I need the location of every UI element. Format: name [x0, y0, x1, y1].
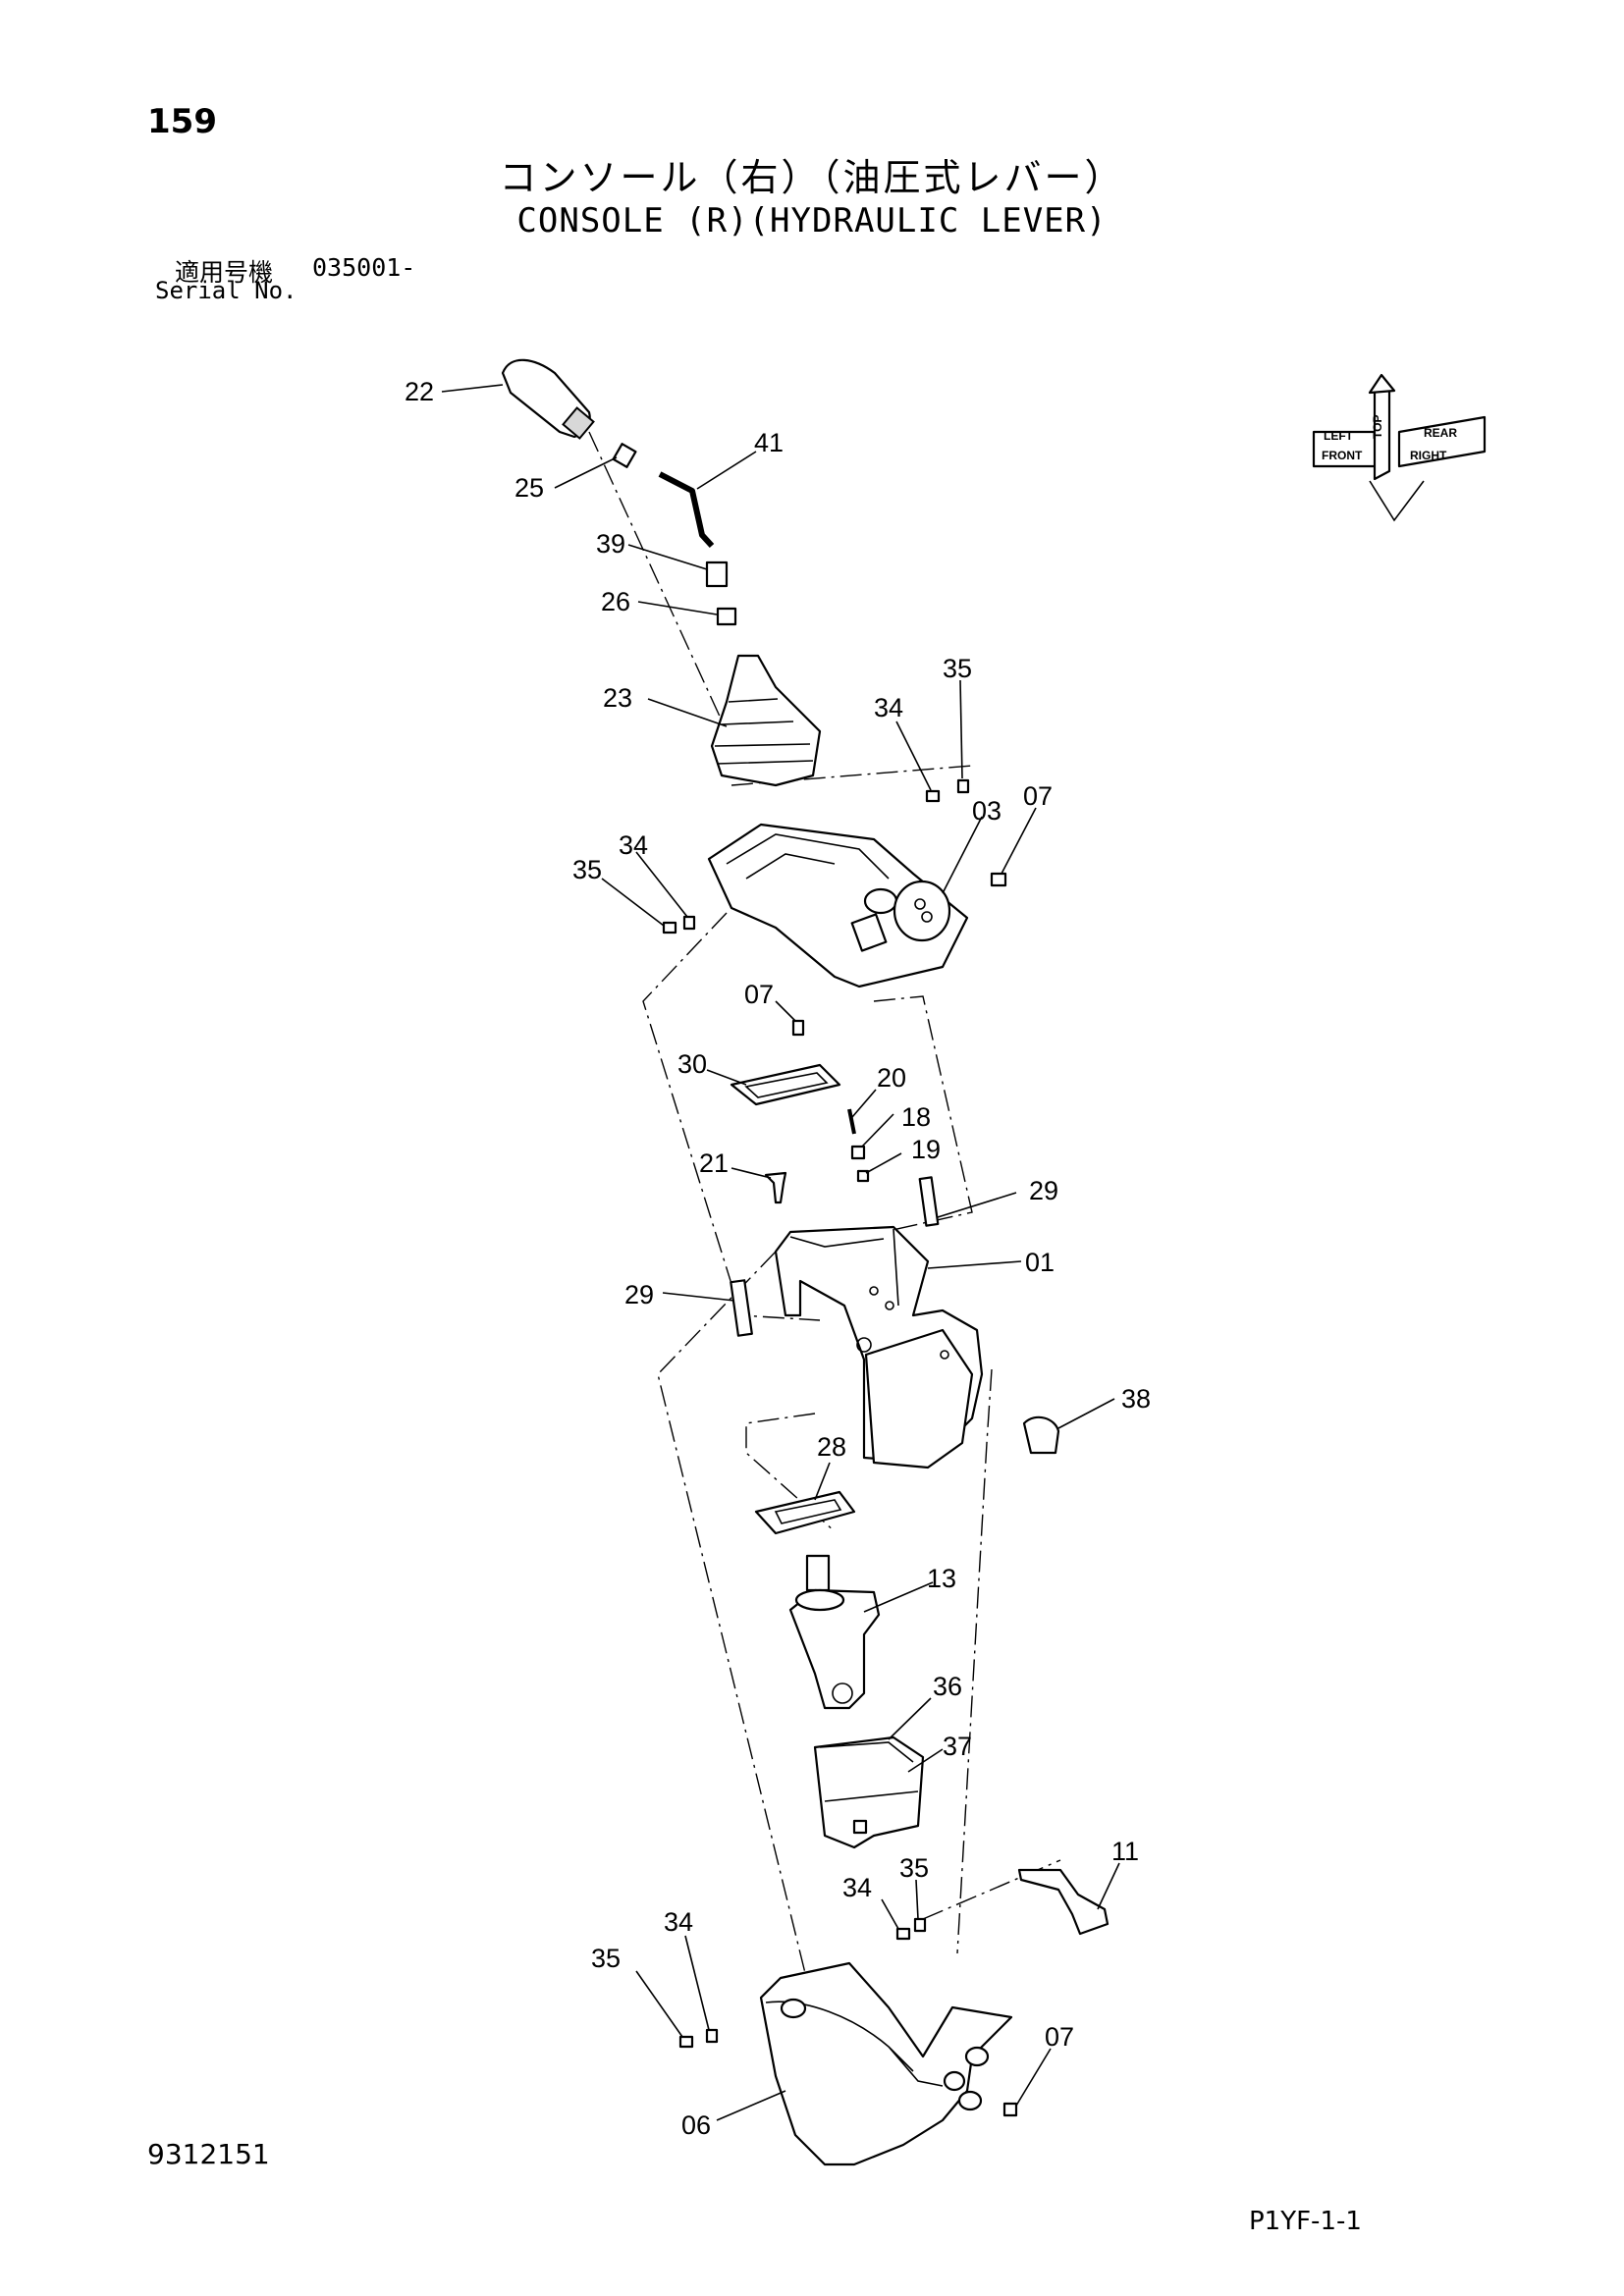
label-36: 36 — [933, 1672, 962, 1701]
part-35-washer-left — [662, 921, 677, 934]
label-23: 23 — [603, 683, 632, 713]
label-13: 13 — [927, 1564, 956, 1593]
part-20-pin — [847, 1108, 856, 1135]
label-07-bottom: 07 — [1045, 2022, 1074, 2052]
part-29-plate-right — [918, 1176, 940, 1227]
guide-line-right-lower — [956, 1368, 993, 1954]
label-39: 39 — [596, 529, 625, 559]
label-22: 22 — [405, 377, 434, 406]
orient-top-label: TOP — [1371, 415, 1384, 439]
label-11: 11 — [1111, 1837, 1139, 1866]
serial-number-value: 035001- — [312, 253, 416, 282]
part-23-rubber-boot — [710, 654, 822, 787]
leader-lines — [441, 384, 1120, 2121]
document-number: 9312151 — [147, 2138, 270, 2170]
part-29-plate-left — [730, 1279, 753, 1337]
page-code: P1YF-1-1 — [1249, 2207, 1362, 2236]
part-38-clip — [1022, 1415, 1060, 1455]
guide-line-lever-axis — [588, 431, 728, 732]
page-number: 159 — [147, 102, 217, 141]
orient-arrow-head — [1368, 373, 1396, 395]
part-19-washer — [856, 1169, 870, 1183]
label-35-top: 35 — [943, 654, 972, 683]
part-07-screw-bottom — [1002, 2102, 1018, 2117]
orient-rear-label: REAR — [1424, 426, 1457, 440]
label-20: 20 — [877, 1063, 906, 1093]
part-41-lever-rod — [658, 471, 715, 549]
page-title-japanese: コンソール（右）（油圧式レバー） — [499, 156, 1125, 199]
guide-line-right-upper — [873, 995, 973, 1233]
part-18-clip — [850, 1145, 866, 1160]
part-21-bolt — [764, 1171, 787, 1204]
part-07-screw-top — [990, 872, 1007, 887]
label-34-top: 34 — [874, 693, 903, 722]
part-34-bolt-top — [925, 789, 941, 803]
label-37: 37 — [943, 1732, 972, 1761]
serial-label-japanese: 適用号機 — [175, 258, 274, 287]
part-34-bolt-left — [682, 915, 696, 931]
label-29-left: 29 — [624, 1280, 654, 1309]
label-25: 25 — [514, 473, 544, 503]
part-39-sleeve — [705, 561, 729, 588]
label-07-mid: 07 — [744, 980, 774, 1009]
label-41: 41 — [754, 428, 784, 457]
label-18: 18 — [901, 1102, 931, 1132]
label-35-left: 35 — [572, 855, 602, 884]
orient-base-lines — [1369, 480, 1425, 522]
label-26: 26 — [601, 587, 630, 616]
label-29-right: 29 — [1029, 1176, 1058, 1205]
serial-label-english: Serial No. — [155, 277, 298, 304]
part-26-collar — [716, 607, 737, 626]
part-07-screw-mid — [791, 1019, 805, 1037]
label-03: 03 — [972, 796, 1001, 826]
guide-line-left-upper — [642, 912, 821, 1321]
label-38: 38 — [1121, 1384, 1151, 1414]
label-07-top: 07 — [1023, 781, 1053, 811]
part-36-37-cup-holder — [813, 1735, 925, 1849]
part-35-washer-bottom — [678, 2035, 694, 2049]
part-28-gasket — [754, 1490, 856, 1535]
part-34-bolt-lower — [895, 1927, 911, 1941]
part-11-lever-bracket — [1017, 1868, 1110, 1936]
part-06-lower-console-cover — [759, 1961, 1013, 2166]
orient-right-label: RIGHT — [1410, 449, 1447, 462]
label-34-bottom: 34 — [664, 1907, 693, 1937]
label-30: 30 — [677, 1049, 707, 1079]
label-35-bottom: 35 — [591, 1944, 621, 1973]
page-title-english: CONSOLE (R)(HYDRAULIC LEVER) — [516, 201, 1108, 240]
label-34-lower: 34 — [842, 1873, 872, 1902]
label-01: 01 — [1025, 1248, 1055, 1277]
part-34-bolt-bottom — [705, 2028, 719, 2044]
guide-line-left-lower — [657, 1251, 806, 1974]
part-number-labels: 22 41 25 39 26 23 35 34 03 07 34 35 07 3… — [405, 377, 1151, 2140]
part-30-gasket — [730, 1063, 841, 1106]
orientation-indicator: FRONT RIGHT TOP LEFT REAR — [1312, 373, 1487, 522]
part-35-washer-top — [956, 778, 970, 794]
label-28: 28 — [817, 1432, 846, 1462]
label-35-lower: 35 — [899, 1853, 929, 1883]
part-22-lever-grip — [501, 358, 595, 440]
part-35-washer-lower — [913, 1917, 927, 1933]
orient-front-label: FRONT — [1322, 449, 1363, 462]
part-03-upper-console-cover — [707, 823, 969, 988]
orient-left-label: LEFT — [1324, 429, 1354, 443]
orient-right-face — [1397, 415, 1487, 468]
label-19: 19 — [911, 1135, 941, 1164]
label-34-left: 34 — [619, 830, 648, 860]
label-21: 21 — [699, 1148, 729, 1178]
guide-line-center — [745, 1413, 836, 1532]
part-25-nut — [612, 443, 637, 468]
assembly-guide-lines — [588, 431, 1061, 1974]
part-13-pilot-valve — [788, 1554, 881, 1710]
label-06: 06 — [681, 2110, 711, 2140]
part-01-main-bracket — [774, 1225, 984, 1469]
